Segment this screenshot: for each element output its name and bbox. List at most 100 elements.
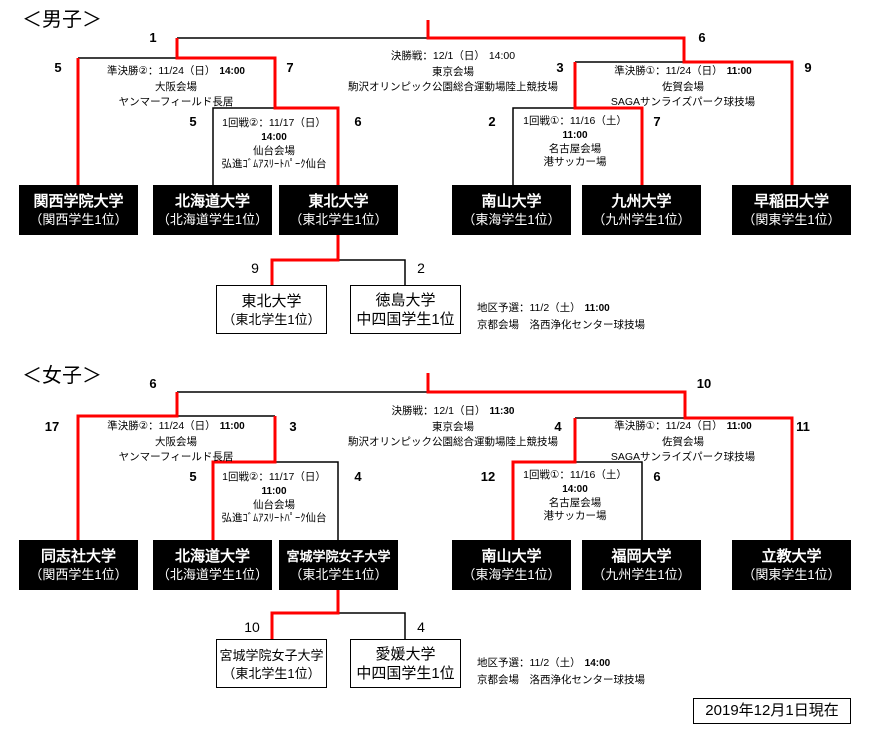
r1-2-stadium: 弘進ｺﾞﾑｱｽﾘｰﾄﾊﾟｰｸ仙台 [221,158,327,171]
women-regional-winner-path [270,590,340,639]
regional-venue: 京都会場 洛西浄化センター球技場 [477,674,645,686]
team-league: （関東学生1位） [742,212,841,227]
women-regional-info: 地区予選：11/2（土）14:00 京都会場 洛西浄化センター球技場 [477,655,645,688]
regional-date: 地区予選：11/2（土） [477,302,581,314]
team-box: 福岡大学 （九州学生1位） [582,540,701,590]
team-league: （九州学生1位） [592,567,691,582]
team-name: 早稲田大学 [753,193,829,210]
team-name: 九州大学 [611,193,672,210]
men-semi1-info: 準決勝①：11/24（日）11:00 佐賀会場 SAGAサンライズパーク球技場 [611,64,755,111]
team-name: 同志社大学 [40,548,116,565]
score-semi2-left: 17 [44,419,60,434]
team-name: 福岡大学 [611,548,672,565]
r1-2-time: 14:00 [261,131,287,143]
semi1-date: 準決勝①：11/24（日） [614,65,723,77]
regional-team-box: 徳島大学 中四国学生1位 [350,285,461,334]
regional-venue: 京都会場 洛西浄化センター球技場 [477,319,645,331]
women-bracket: ＜女子＞ 6 10 17 3 4 11 5 4 12 6 10 4 決勝戦：12… [0,354,887,704]
score-r1-1-left: 2 [488,114,496,129]
r1-1-stadium: 港サッカー場 [543,510,607,523]
as-of-date: 2019年12月1日現在 [693,698,851,724]
r1-1-date: 1回戦①：11/16（土） [523,469,627,481]
regional-team-box: 東北大学 （東北学生1位） [216,285,327,334]
score-semi1-left: 3 [556,60,564,75]
women-winner-path-r1-2 [211,416,277,540]
r1-2-venue: 仙台会場 [253,144,295,157]
team-league: （東海学生1位） [462,567,561,582]
team-league: （東北学生1位） [289,567,388,582]
men-bracket: ＜男子＞ 1 6 5 7 3 9 5 6 2 7 9 2 決勝戦：12/1（日）… [0,0,887,350]
men-final-info: 決勝戦：12/1（日）14:00 東京会場 駒沢オリンピック公園総合運動場陸上競… [348,49,558,96]
women-r1-1-info: 1回戦①：11/16（土） 14:00 名古屋会場 港サッカー場 [523,469,627,524]
team-box: 東北大学 （東北学生1位） [279,185,398,235]
team-league: （九州学生1位） [592,212,691,227]
final-stadium: 駒沢オリンピック公園総合運動場陸上競技場 [348,436,558,448]
score-semi1-right: 9 [804,60,812,75]
team-box: 南山大学 （東海学生1位） [452,540,571,590]
semi2-stadium: ヤンマーフィールド長居 [118,451,234,463]
team-name: 宮城学院女子大学 [219,647,324,663]
men-r1-1-line [512,107,575,185]
men-semi2-info: 準決勝②：11/24（日）14:00 大阪会場 ヤンマーフィールド長居 [107,64,245,111]
semi1-stadium: SAGAサンライズパーク球技場 [610,96,756,108]
team-name: 徳島大学 [375,291,436,309]
women-semi1-info: 準決勝①：11/24（日）11:00 佐賀会場 SAGAサンライズパーク球技場 [611,419,755,466]
team-box: 南山大学 （東海学生1位） [452,185,571,235]
r1-1-time: 14:00 [562,483,588,495]
team-name: 北海道大学 [174,548,250,565]
team-league: （東北学生1位） [222,665,321,681]
r1-2-stadium: 弘進ｺﾞﾑｱｽﾘｰﾄﾊﾟｰｸ仙台 [221,512,327,525]
semi2-time: 14:00 [219,66,245,77]
team-name: 東北大学 [308,193,369,210]
score-r1-2-left: 5 [189,114,197,129]
team-league: （北海道学生1位） [156,567,269,582]
team-league: （北海道学生1位） [156,212,269,227]
score-r1-1-right: 7 [653,114,661,129]
score-semi2-left: 5 [54,60,62,75]
score-r1-2-right: 4 [354,469,362,484]
team-name: 関西学院大学 [33,193,124,210]
semi2-venue: 大阪会場 [155,80,197,93]
score-final-left: 1 [149,30,157,45]
score-r1-1-right: 6 [653,469,661,484]
r1-1-venue: 名古屋会場 [548,142,602,155]
team-league: 中四国学生1位 [356,310,455,328]
women-r1-2-info: 1回戦②：11/17（日） 11:00 仙台会場 弘進ｺﾞﾑｱｽﾘｰﾄﾊﾟｰｸ仙… [222,471,327,526]
score-final-left: 6 [149,376,157,391]
men-winner-path-left [175,38,340,185]
score-semi2-right: 7 [286,60,294,75]
team-name: 宮城学院女子大学 [286,549,391,564]
women-r1-2-line [275,461,339,540]
r1-1-date: 1回戦①：11/16（土） [523,115,627,127]
semi1-time: 11:00 [726,421,752,432]
score-regional-left: 10 [244,619,260,635]
men-bracket-lines [76,20,794,285]
score-regional-left: 9 [251,260,259,276]
team-league: （東海学生1位） [462,212,561,227]
final-date: 決勝戦：12/1（日） [391,405,486,417]
team-box: 関西学院大学 （関西学生1位） [19,185,138,235]
score-regional-right: 2 [417,260,425,276]
final-time: 11:30 [489,406,515,417]
semi2-stadium: ヤンマーフィールド長居 [118,96,234,108]
team-name: 南山大学 [481,548,542,565]
women-r1-1-line [575,461,643,540]
score-final-right: 6 [698,30,706,45]
women-winner-path-r1-1 [511,418,577,540]
team-league: （関西学生1位） [29,212,128,227]
score-r1-2-right: 6 [354,114,362,129]
men-r1-1-info: 1回戦①：11/16（土） 11:00 名古屋会場 港サッカー場 [523,115,627,170]
women-winner-path-left [76,392,179,540]
r1-2-date: 1回戦②：11/17（日） [222,117,326,129]
women-bracket-lines [76,373,794,639]
team-name: 東北大学 [241,292,302,310]
semi2-date: 準決勝②：11/24（日） [107,65,216,77]
score-semi1-right: 11 [796,419,810,434]
team-box: 宮城学院女子大学 （東北学生1位） [279,540,398,590]
semi1-date: 準決勝①：11/24（日） [614,420,723,432]
regional-team-box: 宮城学院女子大学 （東北学生1位） [216,639,327,688]
women-section-title: ＜女子＞ [22,365,102,387]
final-venue: 東京会場 [432,420,474,433]
team-league: （東北学生1位） [222,311,321,327]
regional-date: 地区予選：11/2（土） [477,657,581,669]
